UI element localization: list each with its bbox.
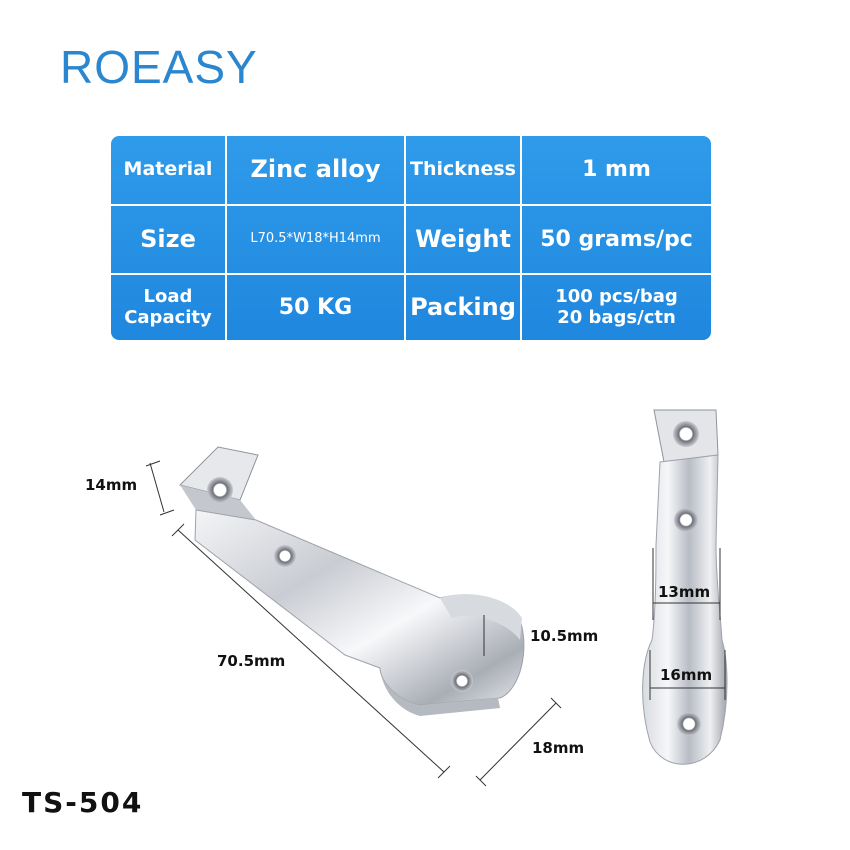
table-divider <box>225 136 227 340</box>
dimension-width-label: 18mm <box>532 739 585 757</box>
table-divider <box>404 136 406 340</box>
dimension-length-label: 70.5mm <box>217 652 286 670</box>
dimension-cup-width-label: 16mm <box>660 666 713 684</box>
dimension-height-label: 14mm <box>85 476 138 494</box>
bracket-front <box>642 409 728 765</box>
spec-label-weight: Weight <box>415 224 511 253</box>
screw-hole <box>451 670 473 692</box>
threaded-hole <box>207 477 233 503</box>
table-divider <box>111 204 711 206</box>
threaded-hole <box>673 421 699 447</box>
screw-hole <box>677 712 701 736</box>
spec-label-load-capacity: Load Capacity <box>124 285 212 328</box>
brand-logo: ROEASY <box>60 41 258 93</box>
spec-label-size: Size <box>140 224 196 253</box>
spec-label-thickness: Thickness <box>410 158 516 181</box>
dimension-depth-label: 10.5mm <box>530 627 599 645</box>
dimension-neck-width-label: 13mm <box>658 583 711 601</box>
spec-label-packing: Packing <box>410 292 516 321</box>
table-divider <box>111 273 711 275</box>
spec-value-thickness: 1 mm <box>582 157 651 183</box>
dimension-lines <box>145 460 726 787</box>
spec-value-weight: 50 grams/pc <box>540 226 693 252</box>
spec-value-size: L70.5*W18*H14mm <box>250 231 381 247</box>
spec-value-load-capacity: 50 KG <box>278 294 353 320</box>
model-number: TS-504 <box>22 786 144 819</box>
spec-value-material: Zinc alloy <box>250 155 381 184</box>
table-divider <box>520 136 522 340</box>
spec-table: Material Zinc alloy Thickness 1 mm Size … <box>111 136 711 340</box>
spec-label-material: Material <box>123 158 213 181</box>
bracket-perspective <box>179 446 525 716</box>
screw-hole <box>674 508 698 532</box>
spec-value-packing: 100 pcs/bag 20 bags/ctn <box>555 285 678 328</box>
screw-hole <box>274 545 296 567</box>
